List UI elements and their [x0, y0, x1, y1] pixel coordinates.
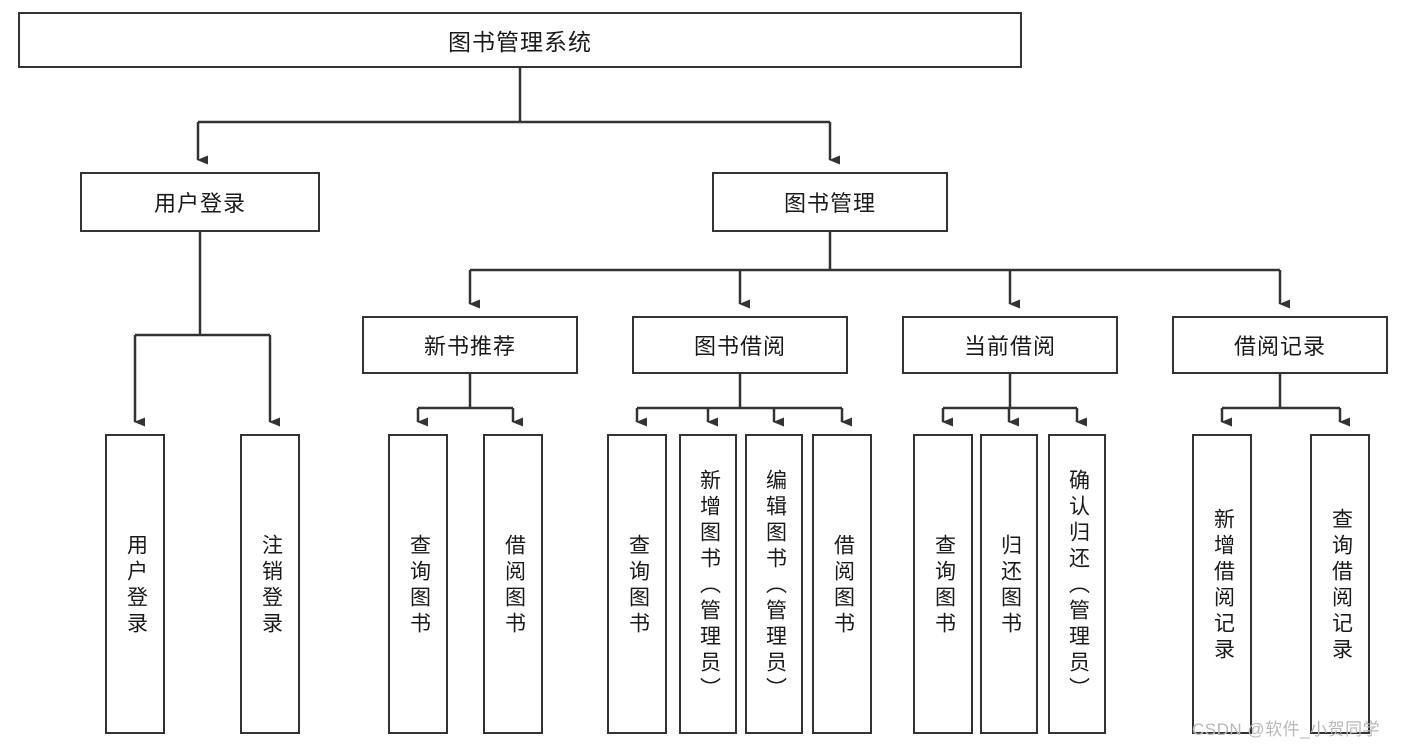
leaf-user-logout[interactable]: 注销登录 — [240, 434, 300, 734]
node-label: 查询图书 — [407, 534, 431, 638]
leaf-edit-book-admin[interactable]: 编辑图书（管理员） — [745, 434, 803, 734]
node-label: 借阅图书 — [831, 534, 855, 638]
leaf-return-book[interactable]: 归还图书 — [980, 434, 1038, 734]
leaf-user-login[interactable]: 用户登录 — [105, 434, 165, 734]
node-label: 确认归还（管理员） — [1066, 469, 1090, 703]
node-user-login[interactable]: 用户登录 — [80, 172, 320, 232]
node-label: 新增图书（管理员） — [697, 469, 721, 703]
node-label: 查询借阅记录 — [1329, 508, 1353, 664]
leaf-confirm-return-admin[interactable]: 确认归还（管理员） — [1048, 434, 1106, 734]
node-current-borrow[interactable]: 当前借阅 — [902, 316, 1118, 374]
leaf-borrow-book[interactable]: 借阅图书 — [812, 434, 872, 734]
csdn-watermark: CSDN @软件_小贺同学 — [1192, 720, 1381, 739]
leaf-query-book-current[interactable]: 查询图书 — [913, 434, 973, 734]
node-label: 查询图书 — [932, 534, 956, 638]
leaf-borrow-book-recommendation[interactable]: 借阅图书 — [483, 434, 543, 734]
node-label: 查询图书 — [626, 534, 650, 638]
node-label: 用户登录 — [124, 534, 148, 638]
leaf-query-borrow-record[interactable]: 查询借阅记录 — [1310, 434, 1370, 734]
node-label: 用户登录 — [153, 191, 246, 216]
node-label: 当前借阅 — [963, 334, 1056, 359]
node-label: 归还图书 — [998, 534, 1022, 638]
node-label: 新书推荐 — [423, 334, 516, 359]
node-book-manage[interactable]: 图书管理 — [712, 172, 948, 232]
node-label: 图书管理系统 — [448, 29, 592, 55]
node-label: 图书管理 — [783, 191, 876, 216]
node-new-book-recommendation[interactable]: 新书推荐 — [362, 316, 578, 374]
node-label: 图书借阅 — [693, 334, 786, 359]
leaf-add-book-admin[interactable]: 新增图书（管理员） — [679, 434, 737, 734]
node-label: 新增借阅记录 — [1211, 508, 1235, 664]
node-label: 借阅图书 — [502, 534, 526, 638]
node-label: 借阅记录 — [1233, 334, 1326, 359]
node-label: 编辑图书（管理员） — [763, 469, 787, 703]
leaf-query-book-borrow[interactable]: 查询图书 — [607, 434, 667, 734]
node-label: 注销登录 — [259, 534, 283, 638]
node-book-borrow[interactable]: 图书借阅 — [632, 316, 848, 374]
leaf-add-borrow-record[interactable]: 新增借阅记录 — [1192, 434, 1252, 734]
leaf-query-book-recommendation[interactable]: 查询图书 — [388, 434, 448, 734]
node-borrow-record[interactable]: 借阅记录 — [1172, 316, 1388, 374]
node-root-system[interactable]: 图书管理系统 — [18, 12, 1022, 68]
